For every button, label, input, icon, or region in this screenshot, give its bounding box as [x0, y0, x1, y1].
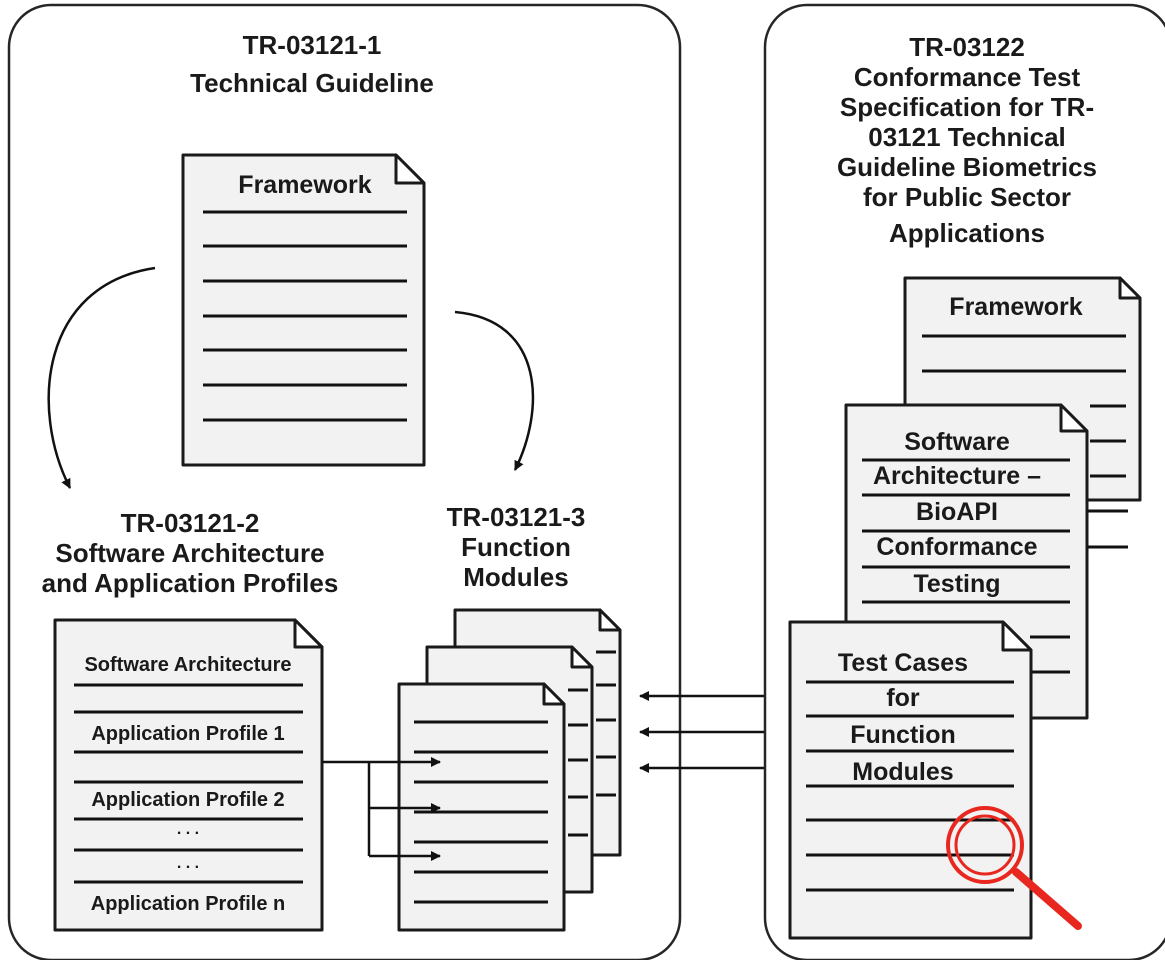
- test-cases-title-line-2: for: [886, 684, 920, 712]
- part3-title-line-2: Function: [461, 532, 571, 562]
- part2-title-line-2: Software Architecture: [55, 538, 324, 568]
- application-profiles-document: Software Architecture Application Profil…: [53, 618, 324, 932]
- test-cases-to-modules-arrows: [639, 691, 778, 773]
- test-cases-title-line-1: Test Cases: [838, 649, 968, 677]
- right-panel-title-line-4: 03121 Technical: [868, 122, 1066, 152]
- curved-arrow-to-part3: [454, 310, 535, 471]
- part2-title-line-1: TR-03121-2: [121, 508, 260, 538]
- part3-title-line-3: Modules: [463, 562, 568, 592]
- test-cases-document: Test Cases for Function Modules: [788, 620, 1033, 940]
- right-panel-title-line-3: Specification for TR-: [840, 92, 1094, 122]
- entry-ellipsis-2: . . .: [177, 855, 199, 872]
- right-panel-title-line-7: Applications: [889, 218, 1045, 248]
- right-panel-title-line-5: Guideline Biometrics: [837, 152, 1097, 182]
- part3-title-line-1: TR-03121-3: [447, 502, 586, 532]
- entry-ellipsis-1: . . .: [177, 821, 199, 838]
- bioapi-title-line-2: Architecture –: [873, 462, 1041, 490]
- test-cases-title-line-3: Function: [850, 721, 956, 749]
- bioapi-title-line-5: Testing: [913, 570, 1000, 598]
- part2-title-line-3: and Application Profiles: [42, 568, 339, 598]
- entry-application-profile-1: Application Profile 1: [91, 723, 284, 745]
- conformance-framework-title: Framework: [949, 293, 1082, 321]
- test-cases-title-line-4: Modules: [852, 758, 953, 786]
- bioapi-title-line-1: Software: [904, 428, 1010, 456]
- entry-software-architecture: Software Architecture: [84, 654, 291, 676]
- right-panel-title-line-6: for Public Sector: [863, 182, 1071, 212]
- framework-document-title: Framework: [238, 171, 371, 199]
- left-panel-title-line-2: Technical Guideline: [190, 68, 434, 98]
- right-panel-title-line-1: TR-03122: [909, 32, 1025, 62]
- bioapi-title-line-3: BioAPI: [916, 498, 998, 526]
- framework-document: Framework: [181, 153, 426, 467]
- bioapi-title-line-4: Conformance: [876, 533, 1037, 561]
- magnifying-glass-icon: [946, 806, 1082, 930]
- profile-to-modules-connector: [322, 757, 441, 861]
- right-panel-title-line-2: Conformance Test: [854, 62, 1081, 92]
- entry-application-profile-2: Application Profile 2: [91, 789, 284, 811]
- curved-arrow-to-part2: [47, 266, 156, 489]
- entry-application-profile-n: Application Profile n: [91, 893, 285, 915]
- left-panel-title-line-1: TR-03121-1: [243, 30, 382, 60]
